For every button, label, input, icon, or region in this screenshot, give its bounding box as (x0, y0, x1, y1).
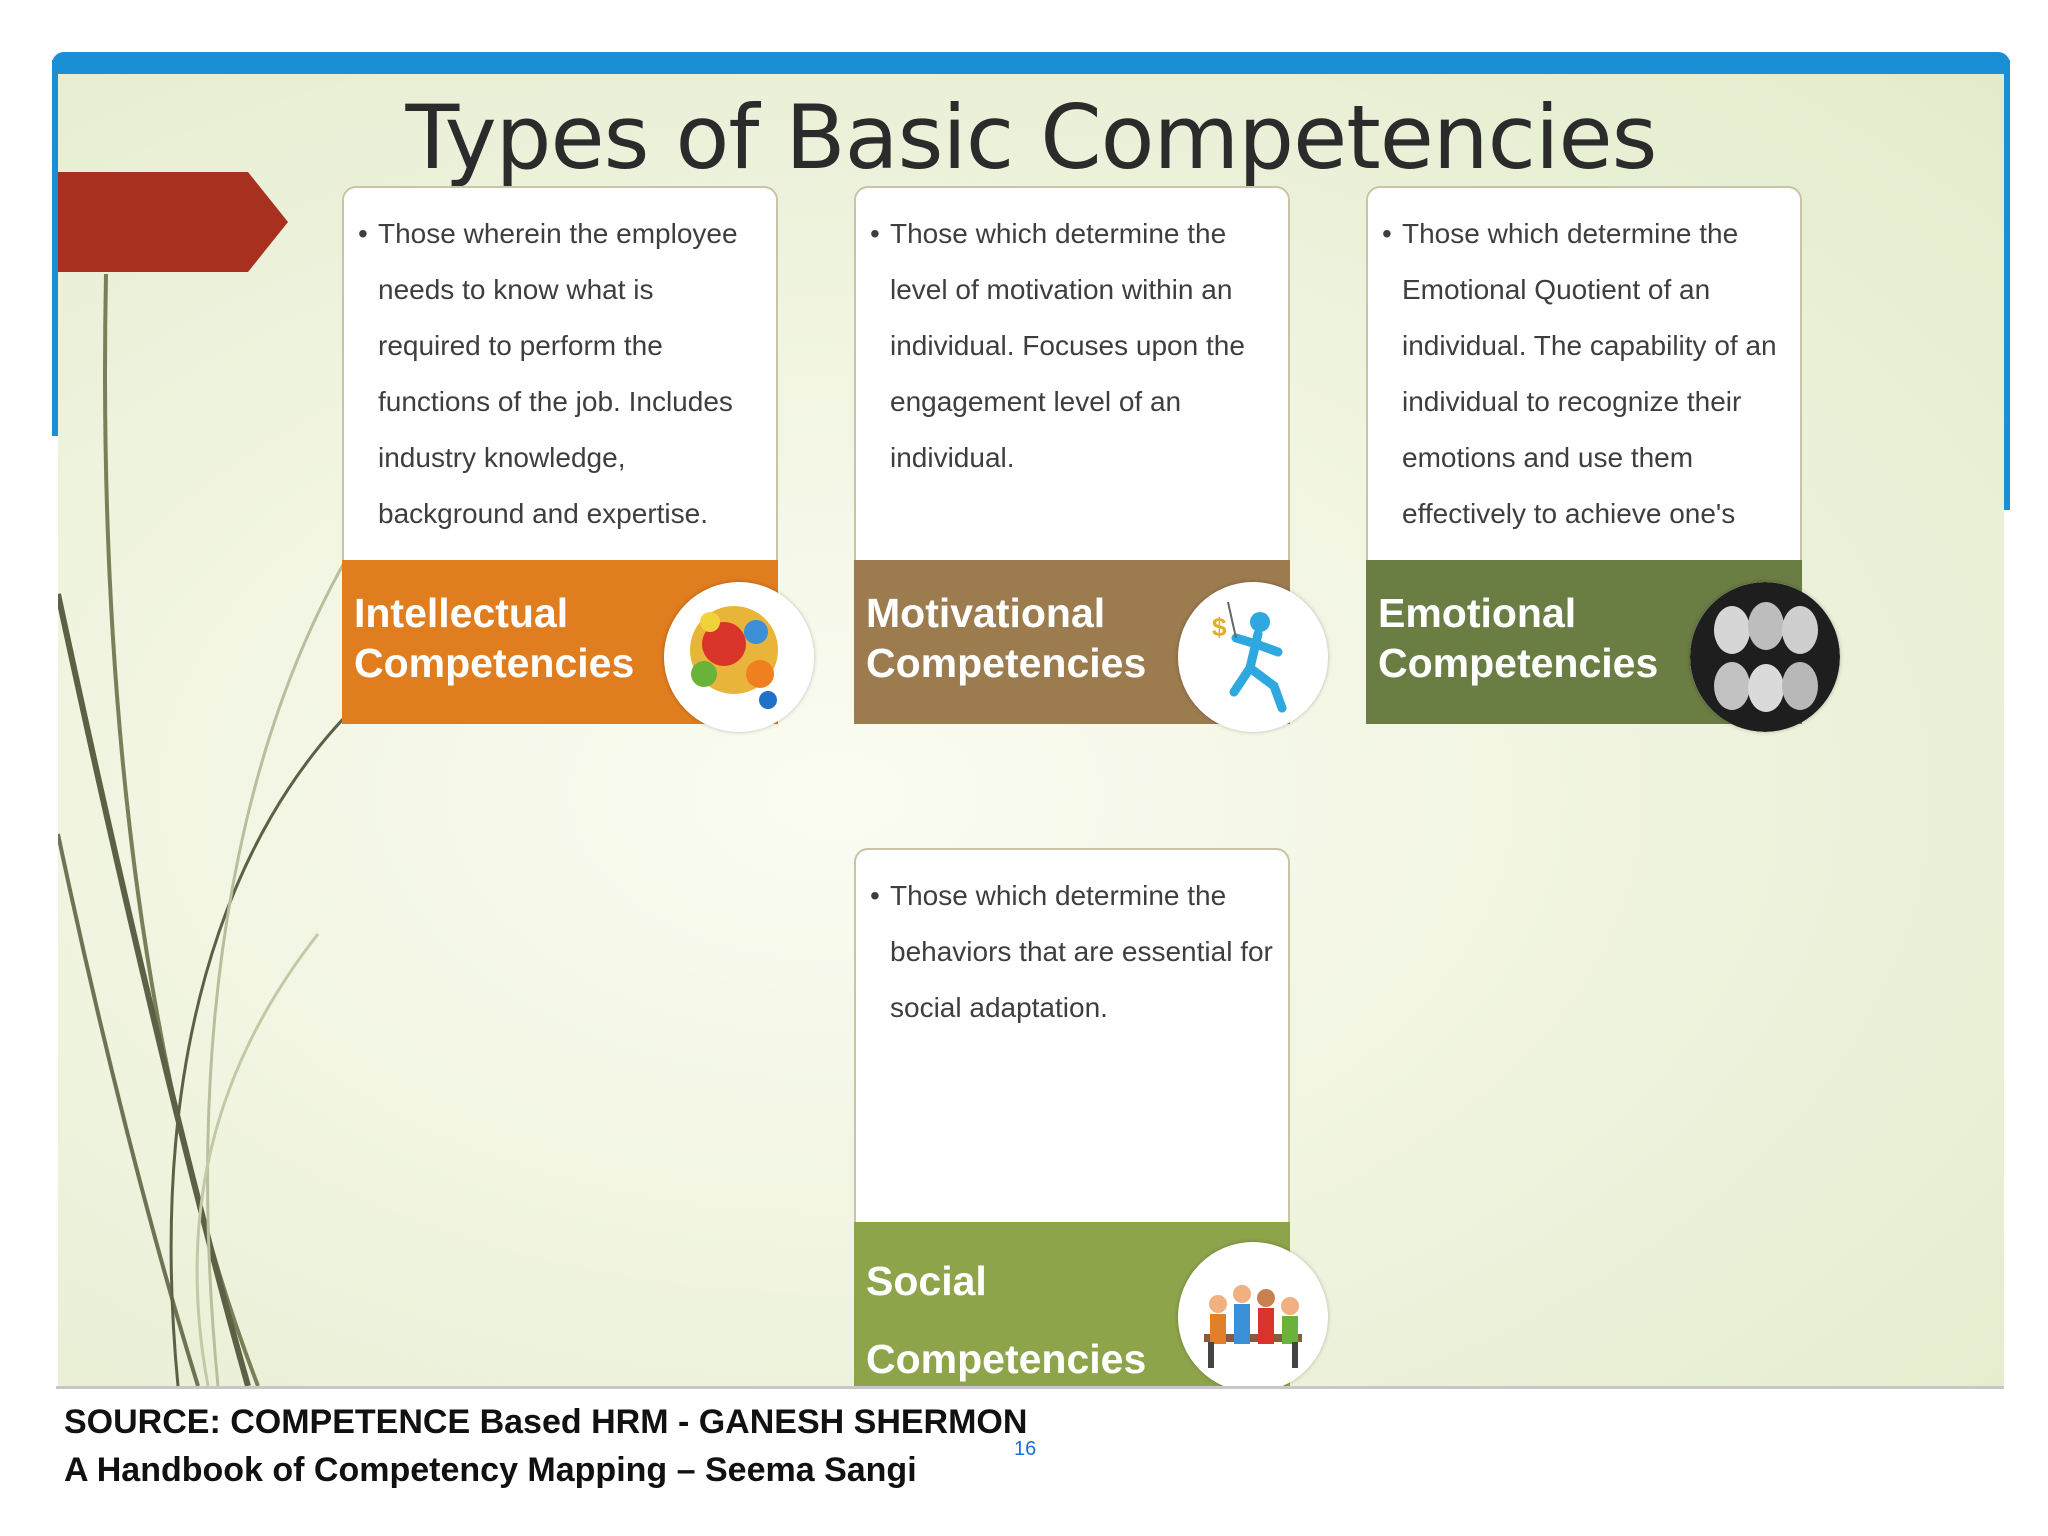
source-line-2: A Handbook of Competency Mapping – Seema… (64, 1451, 917, 1489)
people-group-icon (1178, 1242, 1328, 1386)
card-heading-line1: Social (866, 1258, 987, 1304)
card-heading-line1: Intellectual (354, 590, 569, 636)
slide-frame-left (52, 60, 58, 436)
svg-text:$: $ (1212, 612, 1227, 642)
page-number: 16 (1014, 1438, 1037, 1460)
red-arrow-shape (58, 172, 288, 272)
slide-frame-right (2004, 60, 2010, 510)
slide-bottom-border (56, 1386, 2004, 1389)
slide-title: Types of Basic Competencies (405, 86, 1658, 189)
source-citation: SOURCE: COMPETENCE Based HRM - GANESH SH… (64, 1398, 1027, 1494)
running-figure-icon: $ (1178, 582, 1328, 732)
decorative-curves (58, 273, 390, 1386)
card-heading-line2: Competencies (866, 1336, 1147, 1382)
card-description: Those wherein the employee needs to know… (344, 188, 776, 542)
masks-faces-icon (1690, 582, 1840, 732)
card-description: Those which determine the behaviors that… (856, 850, 1288, 1036)
card-description: Those which determine the Emotional Quot… (1368, 188, 1800, 542)
slide-frame-top (52, 52, 2010, 74)
card-heading-line1: Emotional (1378, 590, 1577, 636)
card-intellectual: Those wherein the employee needs to know… (342, 186, 778, 724)
gears-brain-icon (664, 582, 814, 732)
card-heading-line2: Competencies (866, 640, 1147, 686)
card-description: Those which determine the level of motiv… (856, 188, 1288, 486)
card-heading-line2: Competencies (1378, 640, 1659, 686)
slide-canvas: Types of Basic Competencies Those wherei… (58, 74, 2004, 1386)
card-emotional: Those which determine the Emotional Quot… (1366, 186, 1802, 724)
source-line-1: SOURCE: COMPETENCE Based HRM - GANESH SH… (64, 1403, 1028, 1441)
card-heading-line2: Competencies (354, 640, 635, 686)
card-heading-line1: Motivational (866, 590, 1106, 636)
